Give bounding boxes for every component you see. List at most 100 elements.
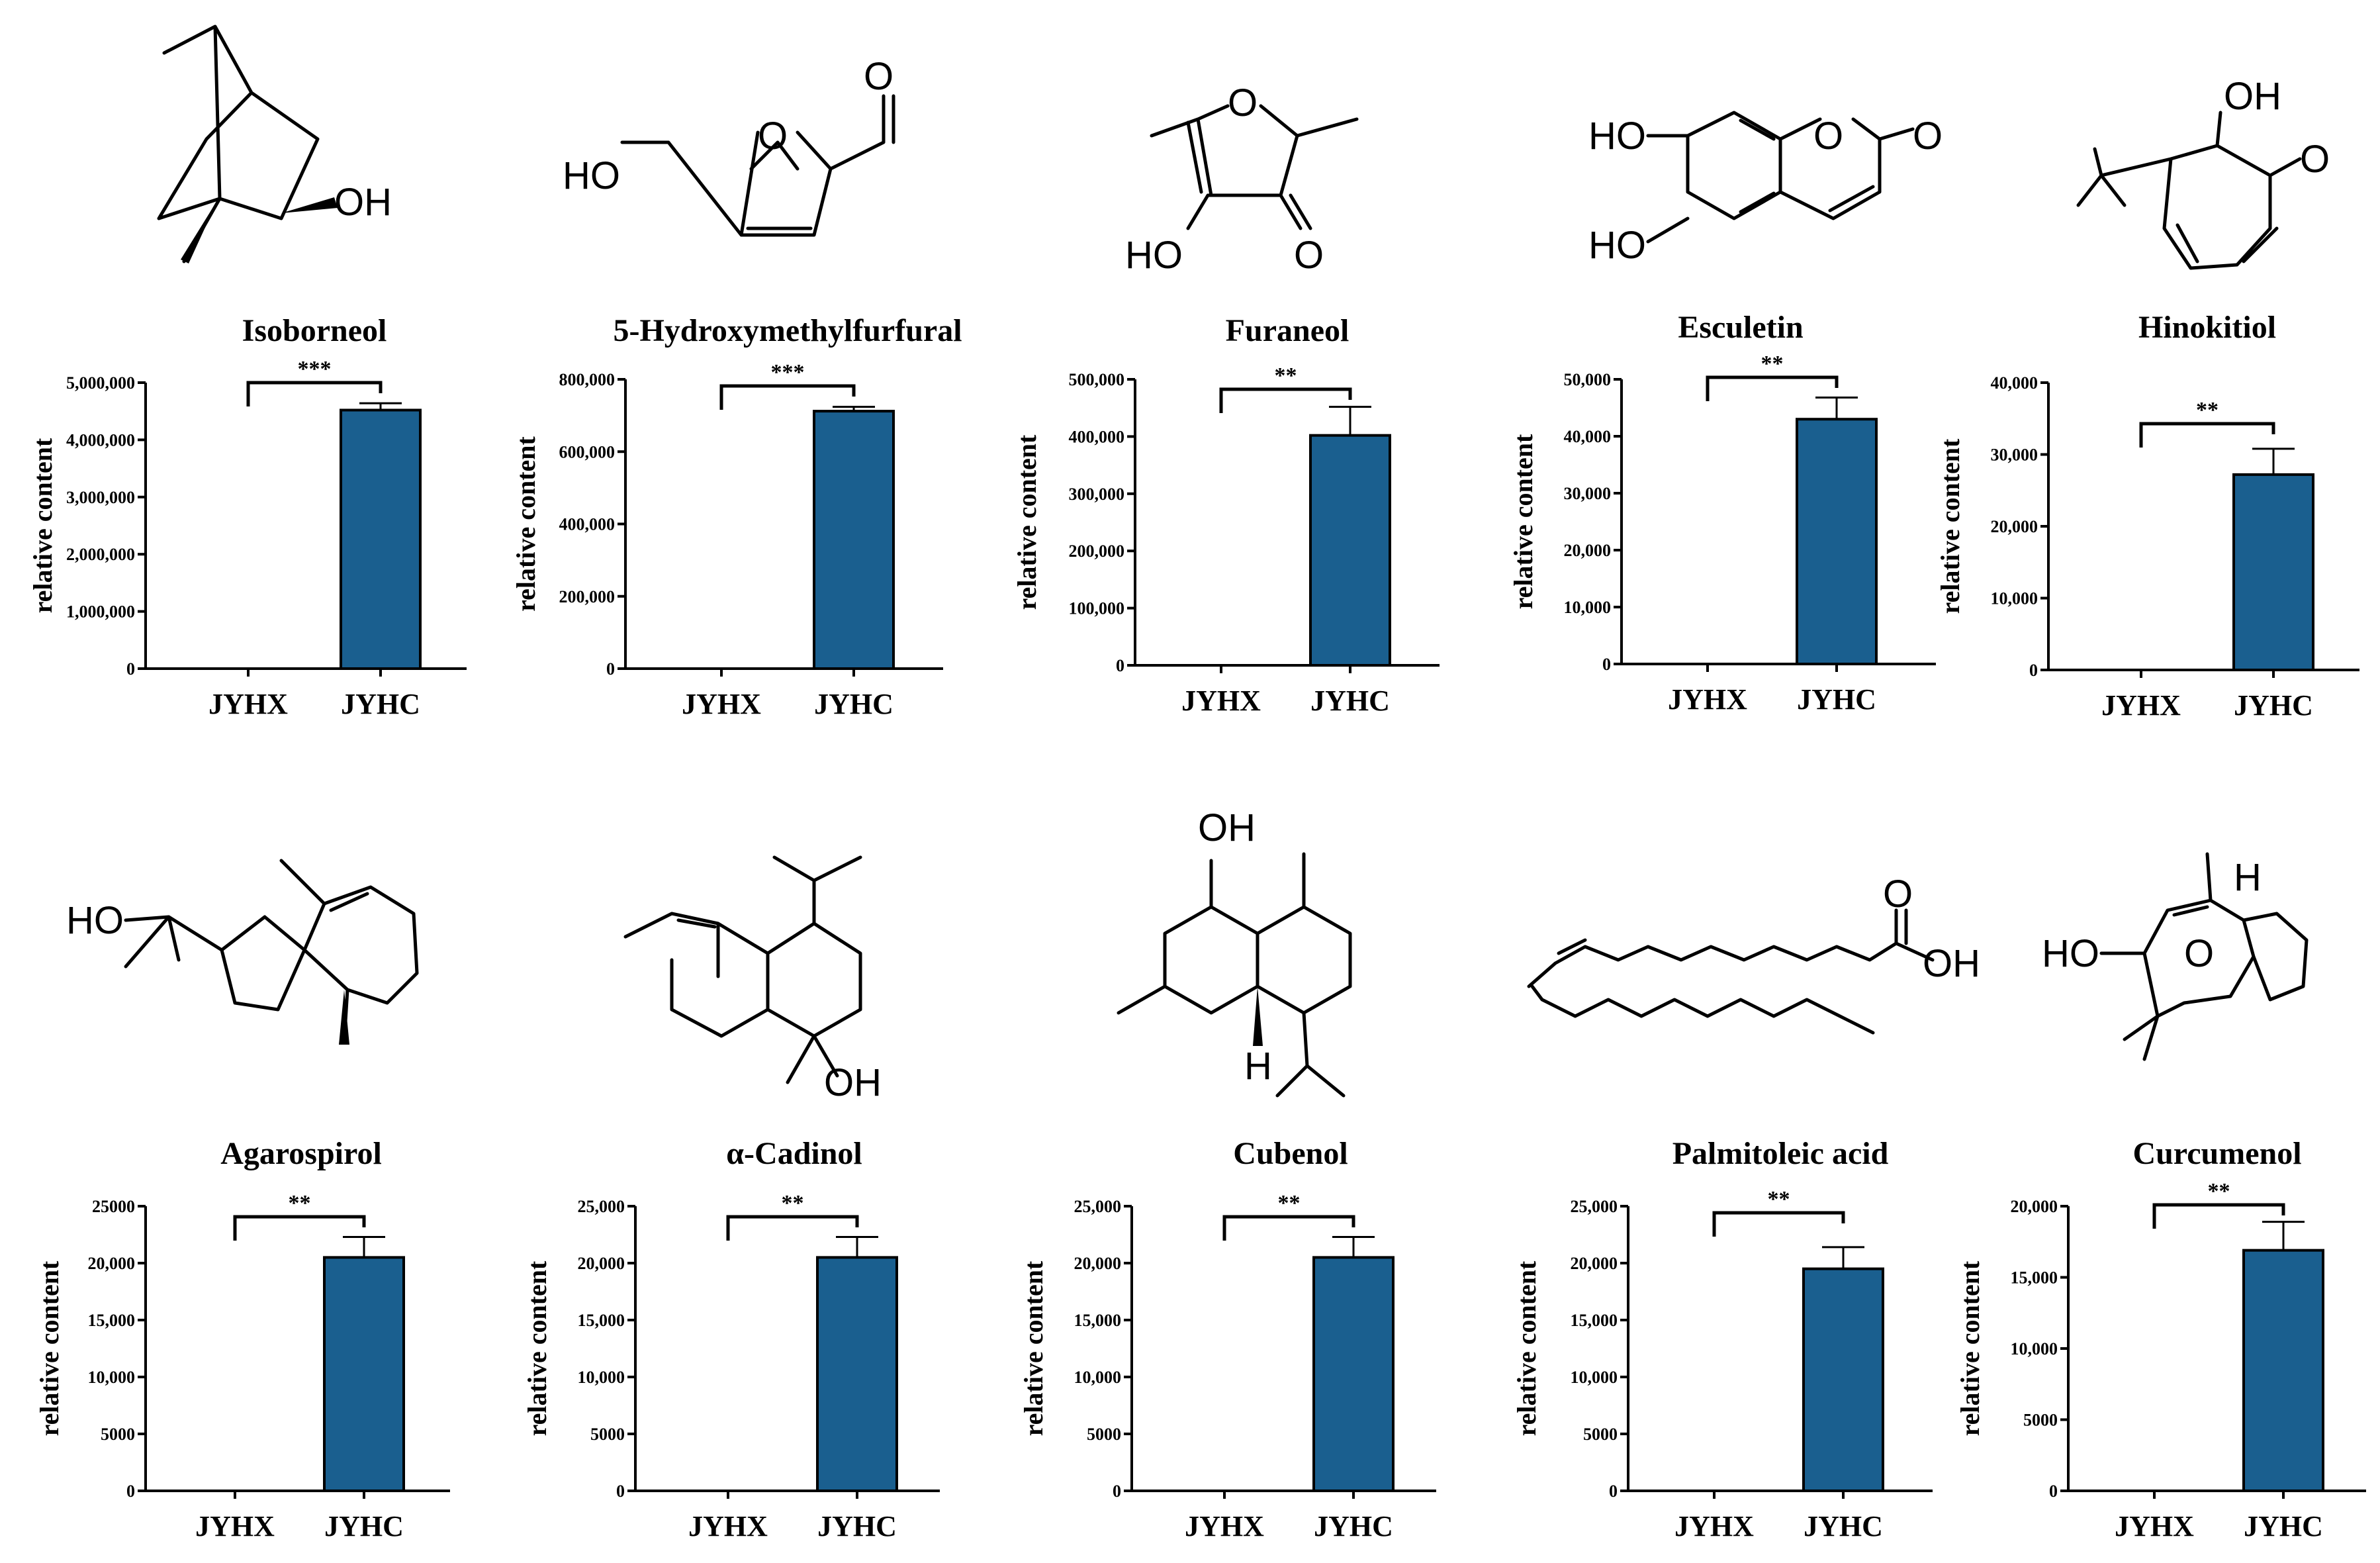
- y-axis-label: relative content: [1019, 1260, 1048, 1436]
- y-tick-label: 10,000: [1991, 589, 2038, 608]
- significance-bracket: [2152, 1203, 2285, 1229]
- y-tick-label: 5000: [1583, 1425, 1618, 1444]
- curcumenol-structure: HO O H: [2042, 852, 2309, 1061]
- y-tick-label: 15,000: [1074, 1311, 1122, 1330]
- atom-label: OH: [1923, 942, 1980, 985]
- atom-label: O: [1228, 81, 1258, 124]
- y-tick-label: 20,000: [1991, 517, 2038, 536]
- x-category-label: JYHX: [2115, 1510, 2194, 1542]
- y-tick-label: 0: [2049, 1482, 2058, 1501]
- y-tick-label: 20,000: [1074, 1254, 1122, 1273]
- y-tick-label: 20,000: [1564, 541, 1612, 560]
- significance-bracket: [1712, 1211, 1845, 1237]
- atom-label: O: [1913, 115, 1943, 158]
- y-axis-label: relative content: [1508, 434, 1538, 609]
- bar-jyhc: [1309, 434, 1391, 667]
- chart-title: Isoborneol: [242, 313, 387, 348]
- esculetin-structure: HO HO O O: [1588, 111, 1943, 267]
- palmitoleic-acid-structure: O OH: [1527, 873, 1980, 1035]
- y-tick-label: 2,000,000: [66, 545, 135, 564]
- y-tick-label: 0: [1113, 1482, 1121, 1501]
- significance-bracket: [719, 384, 856, 410]
- y-tick-label: 100,000: [1069, 599, 1125, 618]
- x-category-label: JYHC: [814, 688, 893, 720]
- atom-label: O: [1883, 873, 1913, 916]
- chart-title: Agarospirol: [220, 1136, 382, 1171]
- bar-jyhc: [1796, 418, 1878, 665]
- y-tick-label: 10,000: [88, 1368, 136, 1387]
- bar-jyhc: [816, 1256, 898, 1493]
- atom-label: OH: [334, 181, 392, 224]
- atom-label: OH: [1198, 806, 1256, 849]
- hmf-structure: HO O O: [563, 55, 895, 237]
- atom-label: H: [1244, 1045, 1272, 1088]
- x-category-label: JYHC: [1314, 1510, 1393, 1542]
- y-tick-label: 0: [126, 1482, 135, 1501]
- y-tick-label: 200,000: [559, 587, 616, 606]
- x-category-label: JYHX: [1668, 683, 1747, 716]
- y-tick-label: 50,000: [1564, 370, 1612, 389]
- y-tick-label: 10,000: [1074, 1368, 1122, 1387]
- significance-label: **: [289, 1191, 311, 1215]
- significance-label: **: [1768, 1187, 1790, 1211]
- y-tick-label: 15,000: [88, 1311, 136, 1330]
- y-tick-label: 20,000: [1571, 1254, 1618, 1273]
- atom-label: HO: [1588, 115, 1646, 158]
- y-axis-label: relative content: [511, 436, 541, 611]
- y-tick-label: 400,000: [1069, 427, 1125, 446]
- atom-label: HO: [563, 154, 620, 197]
- bar-chart-3: Furaneol0100,000200,000300,000400,000500…: [1012, 313, 1440, 717]
- y-tick-label: 300,000: [1069, 485, 1125, 504]
- y-tick-label: 500,000: [1069, 370, 1125, 389]
- y-axis-label: relative content: [28, 438, 58, 613]
- y-tick-label: 25000: [92, 1197, 135, 1216]
- y-axis-label: relative content: [1935, 438, 1965, 614]
- y-tick-label: 5000: [1087, 1425, 1121, 1444]
- bar-jyhc: [323, 1256, 405, 1493]
- x-category-label: JYHX: [1185, 1510, 1264, 1542]
- significance-label: **: [1761, 352, 1784, 376]
- bar-chart-9: Palmitoleic acid0500010,00015,00020,0002…: [1512, 1136, 1933, 1542]
- significance-bracket: [2139, 422, 2275, 448]
- atom-label: HO: [1125, 234, 1183, 277]
- y-tick-label: 25,000: [1074, 1197, 1122, 1216]
- x-category-label: JYHC: [1804, 1510, 1883, 1542]
- chart-title: Hinokitiol: [2138, 310, 2276, 345]
- charts-layer: Isoborneol01,000,0002,000,0003,000,0004,…: [28, 310, 2366, 1542]
- bar-chart-7: α-Cadinol0500010,00015,00020,00025,000re…: [522, 1136, 940, 1542]
- y-tick-label: 25,000: [1571, 1197, 1618, 1216]
- atom-label: HO: [66, 899, 124, 942]
- furaneol-structure: O HO O: [1125, 81, 1359, 277]
- x-category-label: JYHC: [1310, 685, 1390, 717]
- significance-label: **: [782, 1191, 804, 1215]
- y-tick-label: 20,000: [88, 1254, 136, 1273]
- significance-bracket: [1222, 1215, 1355, 1241]
- y-tick-label: 40,000: [1564, 427, 1612, 446]
- y-tick-label: 0: [126, 659, 135, 679]
- y-tick-label: 20,000: [578, 1254, 625, 1273]
- bar-chart-6: Agarospirol0500010,00015,00020,00025000r…: [34, 1136, 450, 1542]
- atom-label: O: [864, 55, 893, 98]
- bar-jyhc: [1312, 1256, 1395, 1493]
- y-tick-label: 10,000: [578, 1368, 625, 1387]
- bar-chart-8: Cubenol0500010,00015,00020,00025,000rela…: [1019, 1136, 1436, 1542]
- bar-jyhc: [813, 410, 895, 670]
- bar-jyhc: [1802, 1267, 1884, 1492]
- y-tick-label: 20,000: [2011, 1197, 2058, 1216]
- bar-chart-1: Isoborneol01,000,0002,000,0003,000,0004,…: [28, 313, 467, 720]
- atom-label: O: [1294, 234, 1324, 277]
- x-category-label: JYHX: [1674, 1510, 1754, 1542]
- y-tick-label: 0: [1116, 656, 1124, 675]
- y-axis-label: relative content: [1955, 1260, 1985, 1436]
- chart-title: Furaneol: [1226, 313, 1350, 348]
- chart-title: Esculetin: [1678, 310, 1803, 345]
- chart-title: α-Cadinol: [726, 1136, 862, 1171]
- bar-jyhc: [340, 408, 422, 670]
- y-tick-label: 5000: [590, 1425, 625, 1444]
- cadinol-structure: OH: [623, 855, 882, 1104]
- y-tick-label: 3,000,000: [66, 488, 135, 507]
- isoborneol-structure: OH: [157, 24, 392, 263]
- significance-bracket: [246, 381, 383, 406]
- x-category-label: JYHC: [817, 1510, 897, 1542]
